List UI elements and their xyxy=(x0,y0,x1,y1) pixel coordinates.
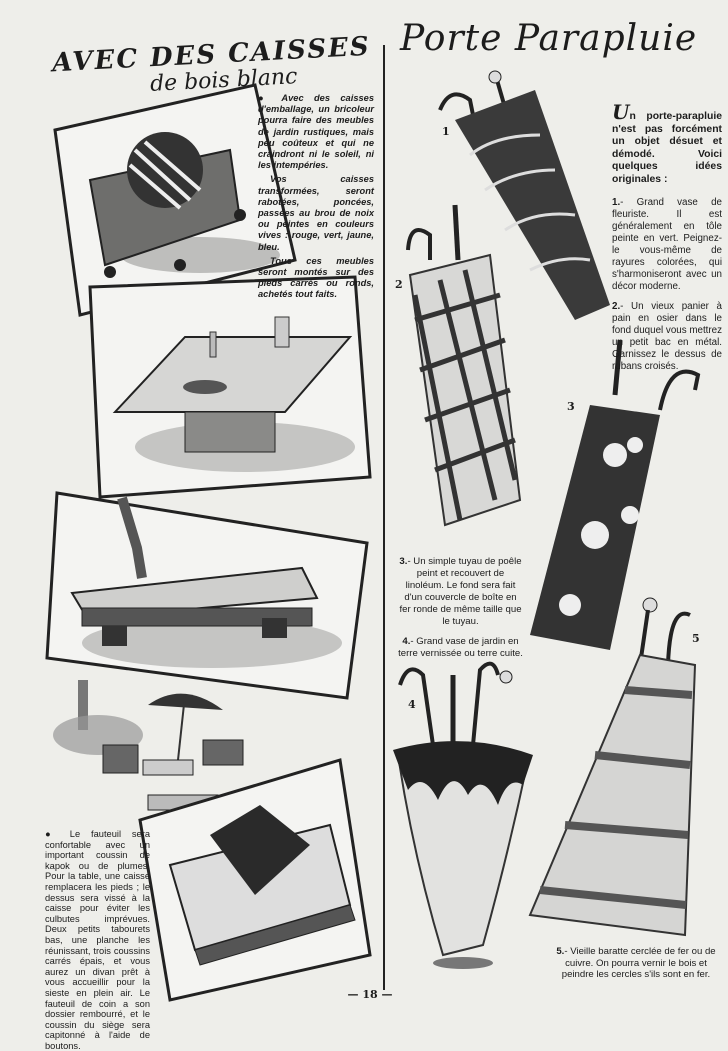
umbrella-stand-1-illustration xyxy=(438,70,610,320)
column-divider xyxy=(383,45,385,990)
page-number: — 18 — xyxy=(347,988,393,1001)
item-number: 2. xyxy=(612,300,621,312)
item-text: - Vieille baratte cerclée de fer ou de c… xyxy=(561,946,716,980)
right-intro-text: Un porte-parapluie n'est pas forcément u… xyxy=(612,102,723,376)
intro-paragraph: Vos caisses transformées, seront rabotée… xyxy=(258,174,374,252)
figure-label-1: 1 xyxy=(442,125,450,138)
left-bottom-text: ● Le fauteuil sera confortable avec un i… xyxy=(45,829,150,1051)
left-intro-text: ● Avec des caisses d'emballage, un brico… xyxy=(258,93,374,304)
item-text: - Grand vase de fleuriste. Il est généra… xyxy=(612,196,722,292)
right-article-title: Porte Parapluie xyxy=(400,18,698,59)
figure-label-3: 3 xyxy=(567,400,575,413)
item-5-text: 5.- Vieille baratte cerclée de fer ou de… xyxy=(556,946,716,981)
item-text: - Un vieux panier à pain en osier dans l… xyxy=(612,300,723,372)
intro-paragraph: ● Avec des caisses d'emballage, un brico… xyxy=(258,93,374,171)
corner-armchair-illustration xyxy=(138,758,372,1002)
garden-scene-illustration xyxy=(53,680,244,811)
drop-cap: U xyxy=(612,100,630,124)
crate-divan-illustration xyxy=(45,491,369,700)
item-number: 3. xyxy=(399,556,408,567)
item-number: 5. xyxy=(556,946,565,957)
item-number: 1. xyxy=(612,196,621,208)
umbrella-stand-4-illustration xyxy=(393,661,533,969)
item-text: - Un simple tuyau de poêle peint et reco… xyxy=(399,556,522,627)
items-3-4-text: 3.- Un simple tuyau de poêle peint et re… xyxy=(398,556,523,663)
umbrella-stand-2-illustration xyxy=(406,204,522,527)
umbrella-stand-5-illustration xyxy=(528,597,697,937)
item-number: 4. xyxy=(402,636,411,647)
figure-label-4: 4 xyxy=(408,698,416,711)
crate-armchair-illustration xyxy=(53,83,297,317)
item-text: - Grand vase de jardin en terre vernissé… xyxy=(398,636,523,659)
umbrella-stand-3-illustration xyxy=(530,339,701,650)
crate-table-illustration xyxy=(88,275,372,499)
intro-paragraph: n porte-parapluie n'est pas forcément un… xyxy=(612,111,722,185)
intro-paragraph: Tous ces meubles seront montés sur des p… xyxy=(258,255,374,300)
figure-label-5: 5 xyxy=(692,632,700,645)
figure-label-2: 2 xyxy=(395,278,403,291)
